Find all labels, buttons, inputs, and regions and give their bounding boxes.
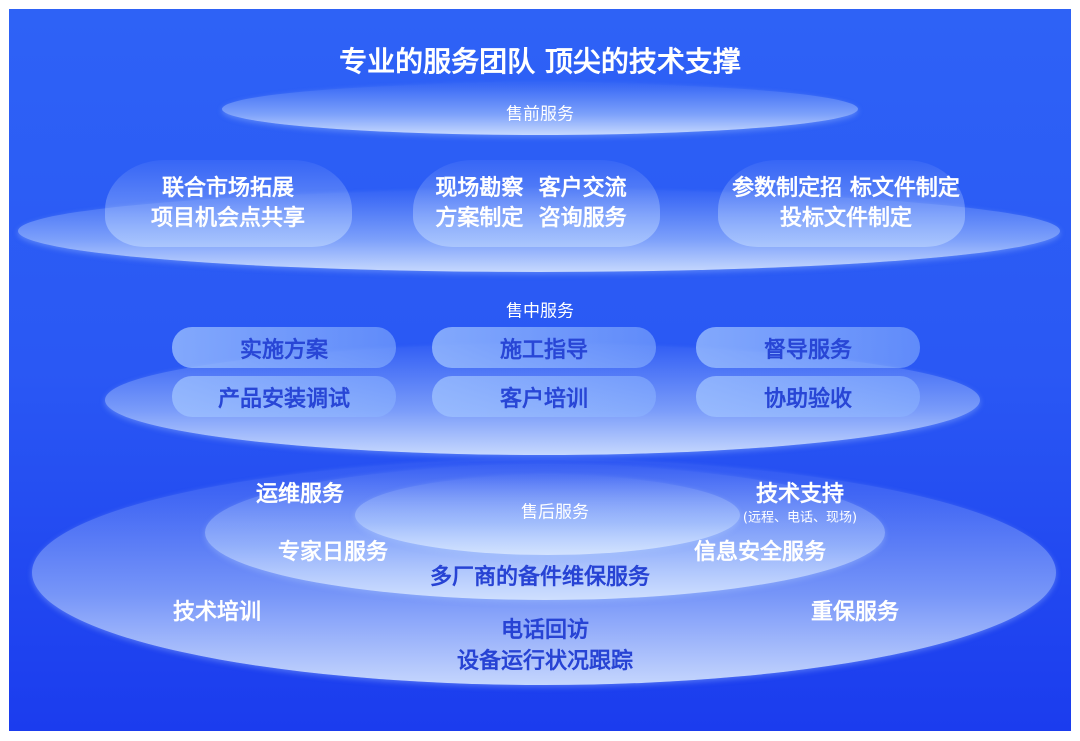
diagram-panel: 专业的服务团队 顶尖的技术支撑 售前服务 联合市场拓展 项目机会点共享 现场勘察… <box>9 9 1071 731</box>
mid-sale-item: 实施方案 <box>172 327 396 368</box>
after-sale-inner-ellipse <box>355 475 740 555</box>
tech-support-note: (远程、电话、现场) <box>742 510 858 526</box>
bubble-3-line-1: 参数制定招 标文件制定 <box>732 176 960 201</box>
key-protection-service: 重保服务 <box>810 600 900 625</box>
pre-sale-bubble-1 <box>105 160 352 247</box>
bubble-1-line-2: 项目机会点共享 <box>150 206 306 231</box>
info-security-service: 信息安全服务 <box>693 540 827 565</box>
pre-sale-bubble-3 <box>718 160 965 247</box>
tech-support: 技术支持 <box>755 482 845 507</box>
mid-sale-item: 施工指导 <box>432 327 656 368</box>
expert-day-service: 专家日服务 <box>277 540 389 565</box>
bubble-2-line-2: 方案制定 咨询服务 <box>435 206 627 231</box>
tech-training: 技术培训 <box>172 600 262 625</box>
diagram-title: 专业的服务团队 顶尖的技术支撑 <box>339 45 741 78</box>
phone-visit: 电话回访 <box>500 618 590 643</box>
bubble-1-line-1: 联合市场拓展 <box>161 176 295 201</box>
pre-sale-label: 售前服务 <box>506 104 574 125</box>
mid-sale-item: 协助验收 <box>696 376 920 417</box>
mid-sale-label: 售中服务 <box>506 301 574 322</box>
mid-sale-item: 产品安装调试 <box>172 376 396 417</box>
ops-service: 运维服务 <box>255 482 345 507</box>
pre-sale-bubble-2 <box>413 160 660 247</box>
mid-sale-item: 客户培训 <box>432 376 656 417</box>
bubble-3-line-2: 投标文件制定 <box>779 206 913 231</box>
after-sale-label: 售后服务 <box>521 502 589 523</box>
bubble-2-line-1: 现场勘察 客户交流 <box>435 176 627 201</box>
pre-sale-ellipse <box>222 83 858 135</box>
device-tracking: 设备运行状况跟踪 <box>456 649 634 674</box>
spare-parts-service: 多厂商的备件维保服务 <box>429 565 651 590</box>
mid-sale-item: 督导服务 <box>696 327 920 368</box>
